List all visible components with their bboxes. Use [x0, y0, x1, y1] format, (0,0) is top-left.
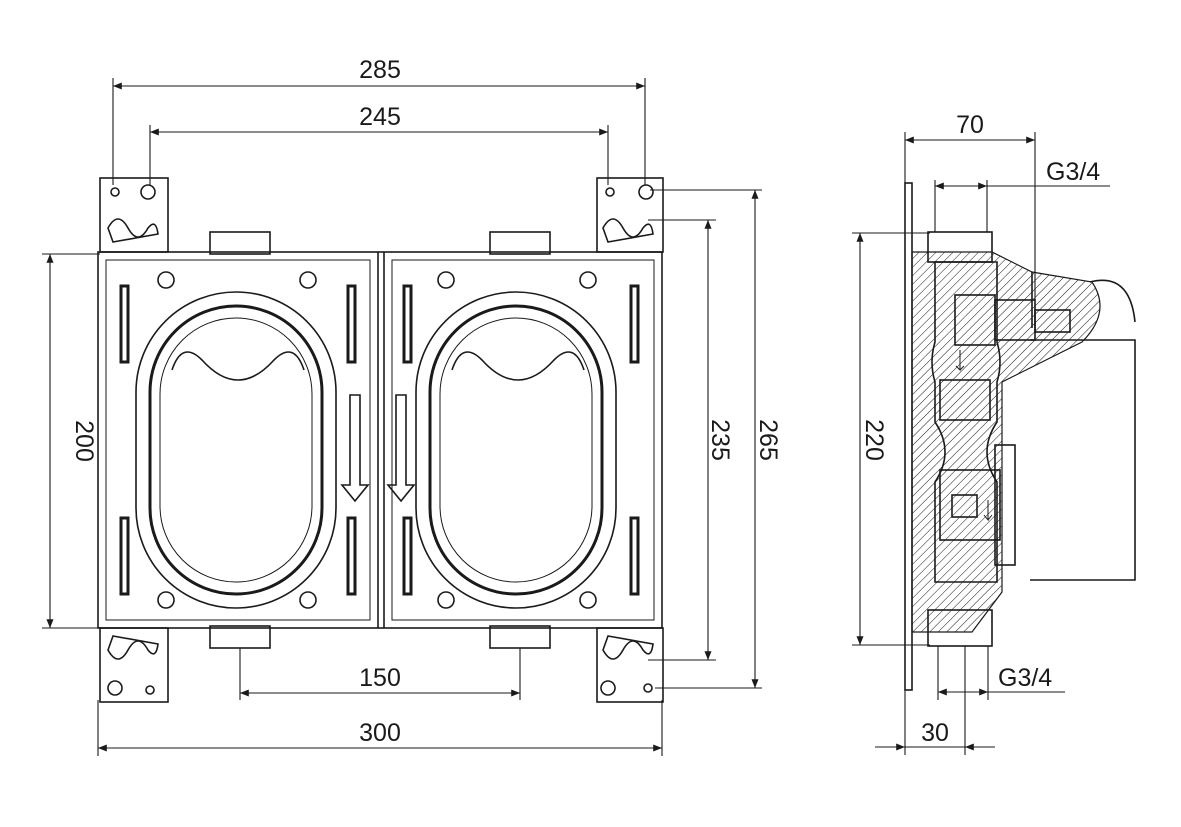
dim-220: 220 — [860, 419, 888, 461]
valve-opening-left — [135, 291, 337, 609]
dim-70: 70 — [956, 111, 984, 139]
dim-200: 200 — [70, 420, 98, 462]
side-view — [904, 182, 1136, 691]
front-view — [97, 177, 664, 703]
inlet-connector-left — [209, 231, 271, 255]
flow-arrow-icon — [340, 394, 416, 503]
dim-245: 245 — [359, 103, 401, 131]
dim-150: 150 — [359, 664, 401, 692]
inlet-connector-right — [489, 231, 551, 255]
dim-235: 235 — [706, 419, 734, 461]
side-dimensions: 70 G3/4 220 G3/4 30 — [852, 111, 1110, 755]
thread-label-bottom: G3/4 — [998, 664, 1052, 692]
housing-box — [97, 251, 663, 629]
thread-label-top: G3/4 — [1046, 158, 1100, 186]
mounting-bracket-bottom-left — [99, 627, 169, 703]
dim-285: 285 — [359, 56, 401, 84]
mounting-bracket-bottom-right — [596, 627, 664, 703]
screw-holes — [157, 271, 597, 609]
outlet-connector-right — [489, 625, 551, 649]
dim-265: 265 — [754, 419, 782, 461]
front-dimensions: 285 245 200 235 265 150 300 — [42, 56, 782, 756]
housing-section — [911, 251, 1101, 633]
slots — [119, 284, 640, 596]
mounting-bracket-top-right — [596, 177, 664, 253]
mounting-plate — [904, 182, 913, 691]
dim-300: 300 — [359, 719, 401, 747]
mounting-bracket-top-left — [99, 177, 169, 253]
valve-opening-right — [415, 291, 617, 609]
dim-30: 30 — [921, 719, 949, 747]
outlet-connector-left — [209, 625, 271, 649]
